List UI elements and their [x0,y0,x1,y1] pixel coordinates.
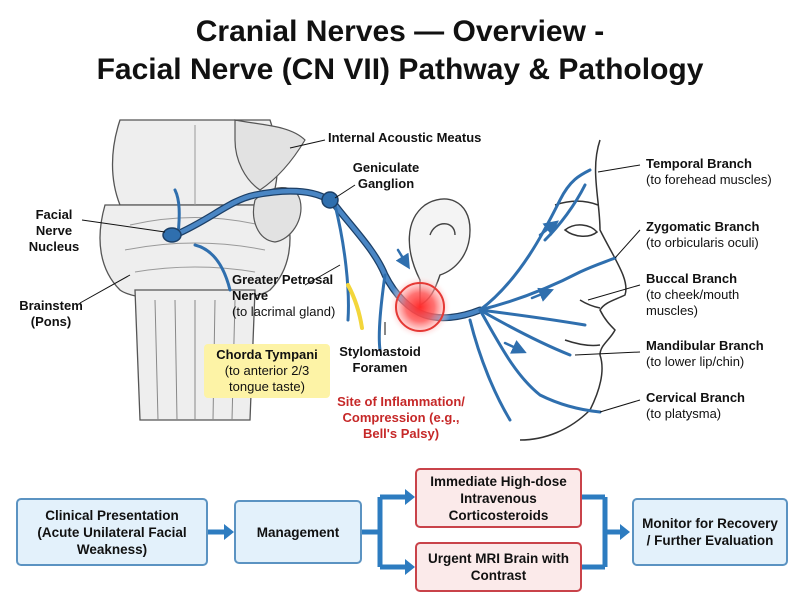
label-geniculate-ganglion: Geniculate Ganglion [352,160,420,191]
label-zygomatic-branch: Zygomatic Branch(to orbicularis oculi) [646,219,760,250]
label-cervical-branch: Cervical Branch(to platysma) [646,390,745,421]
flow-box-corticosteroids: Immediate High-dose Intravenous Corticos… [415,468,582,528]
label-mandibular-branch: Mandibular Branch(to lower lip/chin) [646,338,764,369]
title-line-1: Cranial Nerves — Overview - [195,15,605,48]
label-temporal-branch: Temporal Branch(to forehead muscles) [646,156,772,187]
label-greater-petrosal-nerve: Greater Petrosal Nerve(to lacrimal gland… [232,272,336,319]
label-stylomastoid-foramen: Stylomastoid Foramen [339,344,421,375]
label-chorda-tympani: Chorda Tympani(to anterior 2/3 tongue ta… [204,344,330,398]
label-brainstem: Brainstem (Pons) [19,298,83,329]
flow-box-management: Management [234,500,362,564]
geniculate-ganglion-marker [321,191,339,209]
facial-nerve-nucleus-marker [162,227,182,243]
flow-box-clinical-presentation: Clinical Presentation (Acute Unilateral … [16,498,208,566]
flow-box-mri: Urgent MRI Brain with Contrast [415,542,582,592]
label-internal-acoustic-meatus: Internal Acoustic Meatus [328,130,482,145]
inflammation-ring [395,282,445,332]
temporal-bone-drawing [234,119,306,243]
title-line-2: Facial Nerve (CN VII) Pathway & Patholog… [96,53,704,86]
inflammation-glow [388,275,452,339]
flow-box-monitor: Monitor for Recovery / Further Evaluatio… [632,498,788,566]
chorda-tympani-highlight [346,283,364,330]
flowchart-arrows [208,489,630,575]
leader-lines [79,139,641,413]
label-facial-nerve-nucleus: Facial Nerve Nucleus [28,207,80,254]
label-site-of-inflammation: Site of Inflammation/ Compression (e.g.,… [337,394,465,441]
face-profile-drawing [519,139,627,441]
label-buccal-branch: Buccal Branch(to cheek/mouth muscles) [646,271,740,318]
